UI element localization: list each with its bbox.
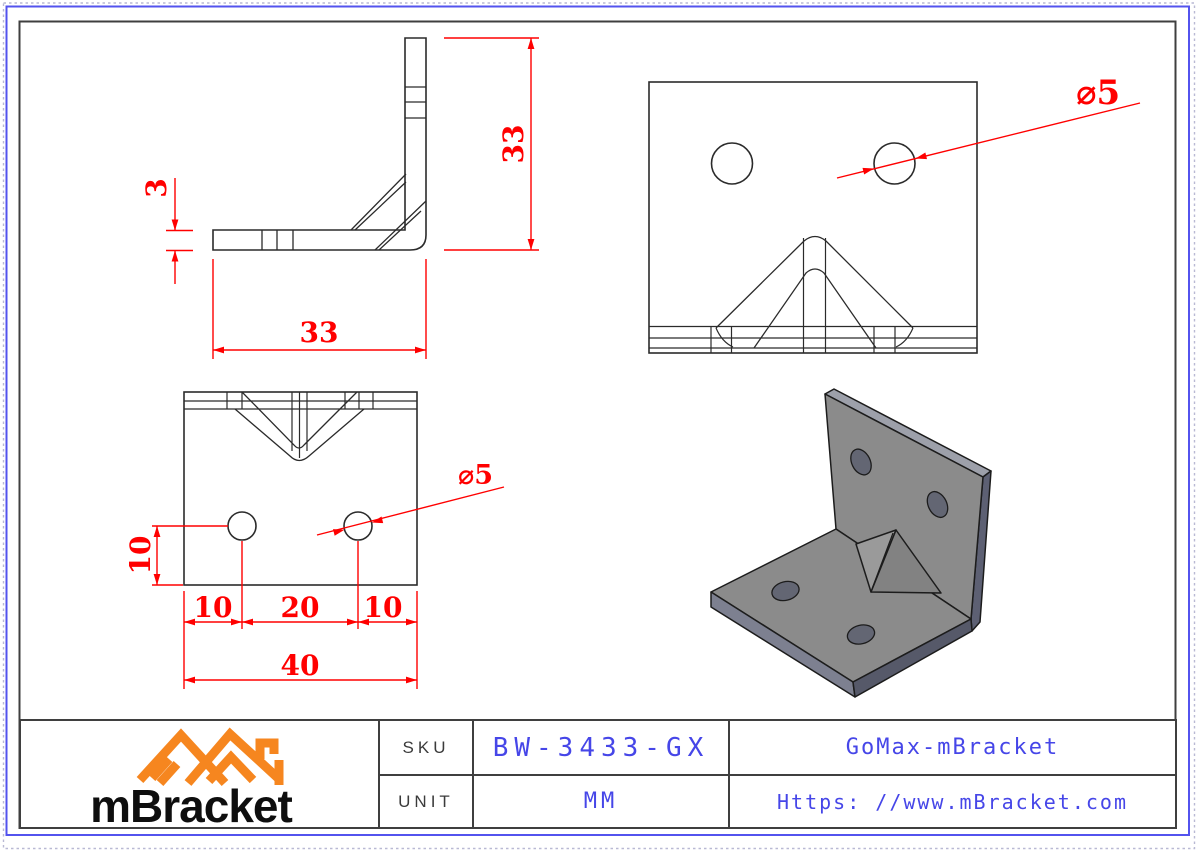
sku-value: BW-3433-GX — [492, 732, 710, 763]
unit-value-cell: MM — [472, 774, 728, 827]
iso-gusset-rib-line — [871, 532, 894, 590]
sku-value-cell: BW-3433-GX — [472, 721, 728, 774]
side-view-arrowheads — [171, 38, 535, 354]
sku-label-cell: SKU — [378, 721, 472, 774]
side-length-dim-label: 33 — [300, 316, 339, 349]
front-view-fold-lines — [649, 325, 977, 349]
side-view — [212, 37, 427, 251]
plan-view-arrowheads — [153, 516, 417, 684]
side-view-gusset-edges — [350, 173, 427, 251]
plan-edge-left-dim-label: 10 — [194, 591, 233, 624]
front-view-outline — [648, 81, 978, 354]
front-view — [648, 81, 978, 354]
front-gusset-fillets — [715, 327, 914, 348]
brand-wordmark: mBracket — [90, 780, 292, 827]
product-name: GoMax-mBracket — [845, 735, 1060, 760]
product-name-cell: GoMax-mBracket — [728, 721, 1175, 774]
side-height-dim-label: 33 — [497, 125, 530, 164]
inner-frame-border — [18, 20, 1177, 829]
side-thickness-dim-label: 3 — [140, 178, 173, 197]
plan-hole-left — [227, 511, 257, 541]
plan-edge-right-dim-label: 10 — [364, 591, 403, 624]
front-gusset-rib-lines — [802, 238, 827, 353]
front-hole-left — [710, 142, 754, 185]
website-cell: Https: //www.mBracket.com — [728, 774, 1175, 827]
unit-label: UNIT — [398, 791, 454, 811]
front-hole-right — [873, 142, 916, 185]
sku-label: SKU — [402, 737, 450, 757]
plan-hole-right — [343, 511, 373, 541]
side-view-outline — [212, 37, 427, 251]
plan-hole-offset-dim-label: 10 — [124, 536, 157, 575]
plan-rib-lines — [291, 392, 308, 458]
plan-fold-lines — [184, 400, 417, 410]
front-gusset-outer — [715, 235, 914, 329]
iso-hole-top-left — [850, 448, 872, 476]
logo-cell: mBracket — [21, 721, 378, 827]
side-view-slot-lines-2 — [261, 230, 294, 250]
iso-hole-top-right — [926, 490, 949, 519]
plan-view-outline — [183, 391, 418, 586]
title-block: mBracket SKU BW-3433-GX GoMax-mBracket U… — [19, 719, 1177, 829]
iso-gusset-right — [870, 529, 942, 594]
brand-logo: mBracket — [90, 727, 294, 827]
plan-overall-width-dim-label: 40 — [281, 649, 320, 682]
unit-label-cell: UNIT — [378, 774, 472, 827]
side-view-slot-lines — [405, 86, 426, 119]
plan-hole-dia-label: ⌀5 — [458, 460, 493, 491]
front-gusset-inner — [753, 268, 877, 349]
isometric-view — [710, 388, 992, 698]
plan-tab-lines — [226, 392, 374, 409]
front-view-tab-lines — [710, 326, 896, 353]
iso-hole-bottom-right — [846, 624, 876, 645]
front-hole-dia-label: ⌀5 — [1076, 73, 1120, 113]
blue-frame-border — [5, 5, 1190, 836]
front-view-dimensions: ⌀5 — [836, 73, 1141, 179]
plan-view — [183, 391, 418, 586]
plan-view-dimensions — [152, 486, 505, 689]
plan-pitch-dim-label: 20 — [281, 591, 320, 624]
side-view-dimensions — [166, 37, 539, 359]
plan-vnotch-outer — [234, 408, 365, 462]
website-text: Https: //www.mBracket.com — [776, 789, 1129, 814]
iso-bottom-edge — [852, 618, 973, 698]
mountain-roof-icon — [136, 727, 284, 787]
unit-value: MM — [583, 789, 619, 814]
iso-hole-bottom-left — [771, 580, 800, 602]
